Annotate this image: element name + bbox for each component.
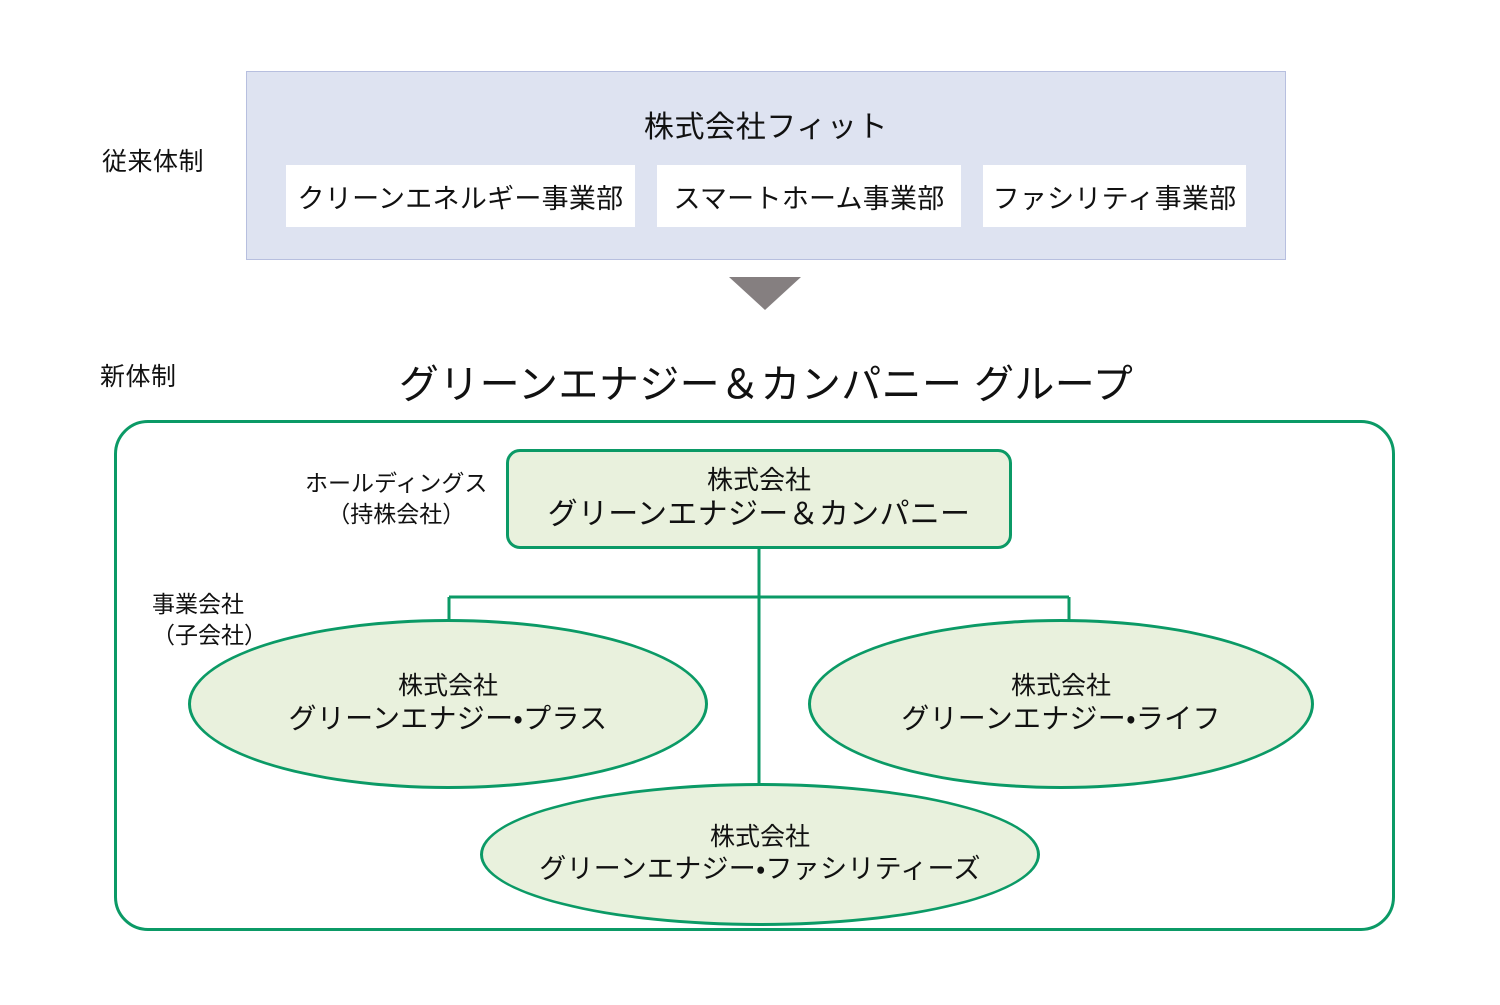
group-title: グリーンエナジー＆カンパニー グループ — [398, 363, 1134, 407]
tier-label-operating-sub: （子会社） — [152, 622, 267, 649]
tier-label-holdings: ホールディングス （持株会社） — [305, 468, 487, 530]
node-subsidiary-life-name: グリーンエナジー・ライフ — [901, 702, 1221, 734]
tier-label-holdings-sub: （持株会社） — [327, 501, 466, 528]
group-container — [114, 420, 1395, 931]
node-subsidiary-plus: 株式会社 グリーンエナジー・プラス — [188, 619, 708, 789]
node-holdings-name: グリーンエナジー＆カンパニー — [547, 497, 971, 531]
node-subsidiary-facilities: 株式会社 グリーンエナジー・ファシリティーズ — [480, 783, 1040, 926]
node-subsidiary-life-prefix: 株式会社 — [1010, 671, 1111, 700]
node-subsidiary-facilities-prefix: 株式会社 — [709, 822, 810, 851]
tier-label-holdings-main: ホールディングス — [305, 470, 488, 496]
node-subsidiary-plus-name: グリーンエナジー・プラス — [288, 702, 608, 734]
down-triangle-icon — [729, 277, 801, 310]
node-holdings-prefix: 株式会社 — [706, 464, 811, 495]
node-subsidiary-facilities-name: グリーンエナジー・ファシリティーズ — [539, 853, 981, 884]
tier-label-operating: 事業会社 （子会社） — [152, 589, 267, 651]
legacy-structure-panel: 株式会社フィット クリーンエネルギー事業部 スマートホーム事業部 ファシリティ事… — [246, 71, 1286, 260]
division-box-smart-home: スマートホーム事業部 — [657, 165, 961, 227]
node-holdings-company: 株式会社 グリーンエナジー＆カンパニー — [506, 449, 1012, 549]
division-box-clean-energy: クリーンエネルギー事業部 — [286, 165, 635, 227]
tier-label-operating-main: 事業会社 — [152, 591, 244, 617]
legacy-division-row: クリーンエネルギー事業部 スマートホーム事業部 ファシリティ事業部 — [247, 165, 1285, 227]
division-box-facility: ファシリティ事業部 — [983, 165, 1246, 227]
legacy-company-name: 株式会社フィット — [643, 111, 889, 144]
section-label-new: 新体制 — [100, 363, 177, 391]
node-subsidiary-plus-prefix: 株式会社 — [397, 671, 498, 700]
section-label-legacy: 従来体制 — [102, 148, 205, 176]
node-subsidiary-life: 株式会社 グリーンエナジー・ライフ — [808, 619, 1314, 789]
